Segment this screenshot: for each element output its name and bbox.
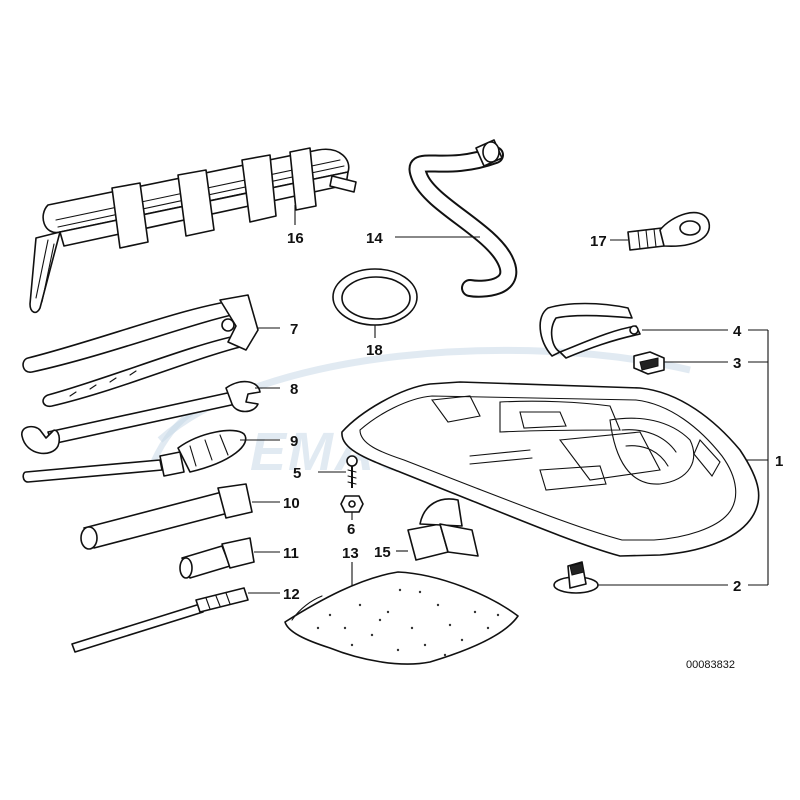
screwdriver-blade <box>71 587 280 653</box>
callout-6: 6 <box>347 521 355 538</box>
callout-5: 5 <box>293 465 301 482</box>
drawing-number: 00083832 <box>686 659 735 671</box>
callout-3: 3 <box>733 355 741 372</box>
callout-15: 15 <box>374 544 391 561</box>
tool-tray <box>341 381 768 557</box>
tool-bag <box>284 562 519 665</box>
callout-14: 14 <box>366 230 383 247</box>
socket-wrench <box>80 483 280 550</box>
holder-clip <box>396 498 479 561</box>
callout-10: 10 <box>283 495 300 512</box>
towing-eye <box>610 211 711 251</box>
wheel-wrench <box>395 139 518 298</box>
screw <box>318 455 358 488</box>
callout-11: 11 <box>283 545 299 562</box>
socket-adapter <box>179 537 280 579</box>
tray-fastener <box>553 561 728 594</box>
warning-triangle-case <box>29 147 357 314</box>
pliers <box>22 294 280 408</box>
callout-8: 8 <box>290 381 298 398</box>
callout-16: 16 <box>287 230 304 247</box>
callout-2: 2 <box>733 578 741 595</box>
callout-1: 1 <box>775 453 783 470</box>
strap <box>539 302 728 359</box>
screwdriver <box>22 429 280 483</box>
nut <box>340 495 364 520</box>
callout-13: 13 <box>342 545 359 562</box>
callout-bracket <box>748 329 769 586</box>
callout-17: 17 <box>590 233 607 250</box>
callout-7: 7 <box>290 321 298 338</box>
callout-18: 18 <box>366 342 383 359</box>
open-end-wrench <box>21 380 280 455</box>
callout-12: 12 <box>283 586 300 603</box>
sealing-ring <box>332 268 418 338</box>
callout-9: 9 <box>290 433 298 450</box>
clip <box>633 351 728 375</box>
callout-4: 4 <box>733 323 742 340</box>
